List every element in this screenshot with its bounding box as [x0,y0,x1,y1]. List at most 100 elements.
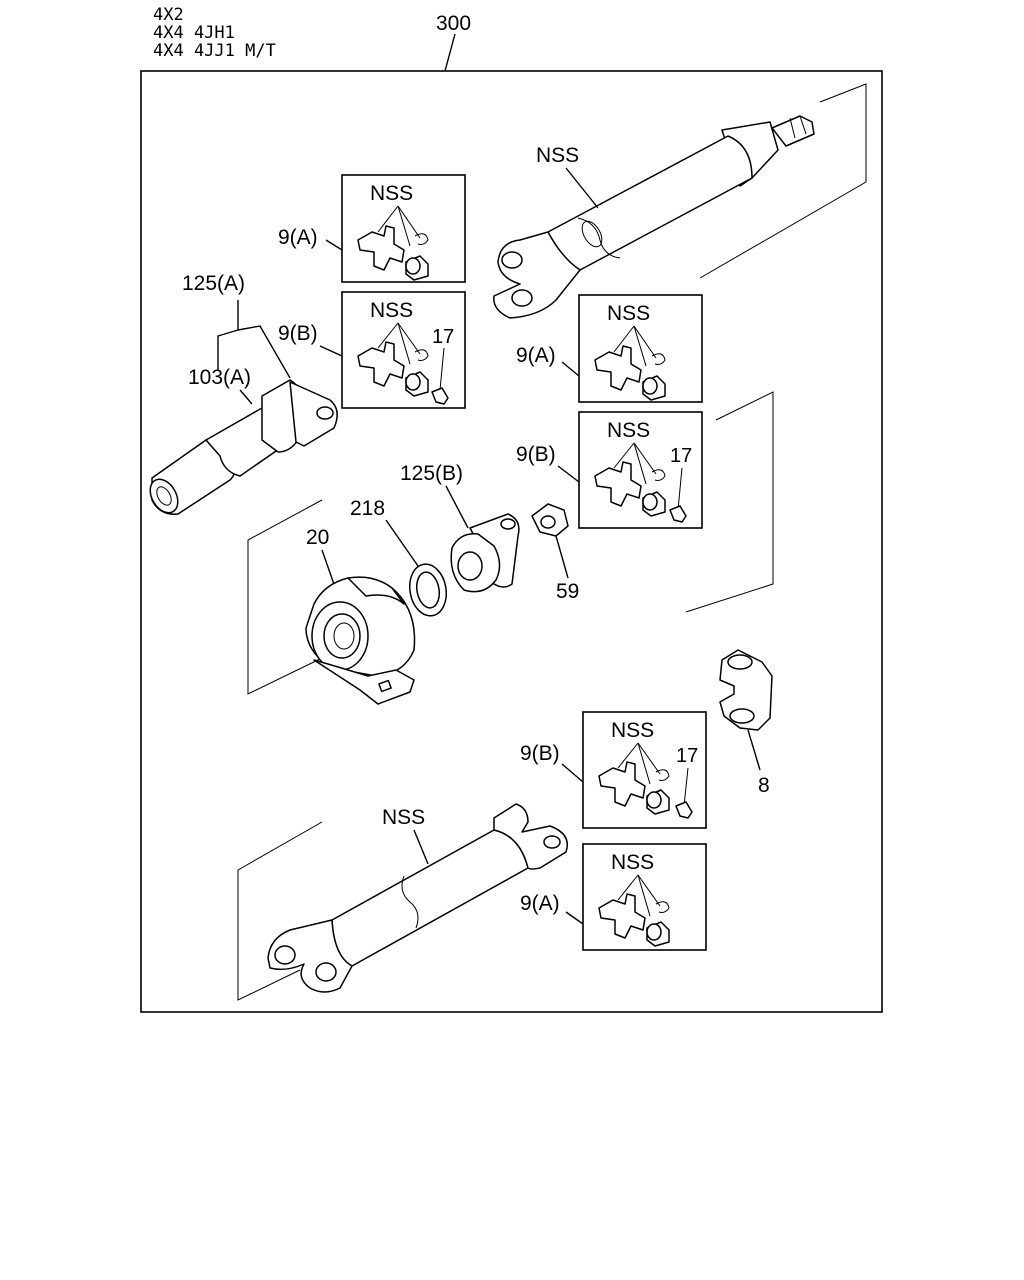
front-propeller-shaft[interactable] [493,83,867,319]
cross-spider-icon [594,461,642,507]
front-shaft-bracket-line [699,83,867,279]
applicability-line-3: 4X4 4JJ1 M/T [153,41,276,61]
grease-nipple-label: 17 [432,326,454,348]
part-125b-leader [445,485,469,529]
bracket-8[interactable] [719,649,773,731]
cross-spider-icon [598,893,646,939]
rear-propeller-shaft[interactable] [237,803,568,1001]
front-shaft-nss-leader [565,167,599,209]
uj-kit-box-9a-upper-left[interactable]: NSS [341,174,466,283]
applicability-line-1: 4X2 [153,5,184,25]
uj-kit-box-9a-lower[interactable]: NSS [582,843,707,951]
kit-frame [578,411,703,529]
snap-ring-icon [651,469,666,481]
rear-shaft-nss-label[interactable]: NSS [382,806,425,829]
nut-59[interactable] [531,503,569,537]
snap-ring-icon [655,901,670,913]
flange-yoke-125b[interactable] [450,513,520,593]
grease-nipple-icon [675,801,693,819]
part-103a-label[interactable]: 103(A) [188,366,251,389]
front-yoke-bore-upper [501,251,523,269]
slip-yoke-ear [289,381,338,447]
center-bearing-top [347,576,405,605]
kit-9b-2-leader [557,465,580,483]
part-8-leader [747,729,761,771]
bracket-hole-lower [729,708,755,724]
kit-9a-2-label[interactable]: 9(A) [516,344,556,367]
center-assembly-bracket-line [685,391,774,613]
kit-frame [582,711,707,829]
rear-shaft-tube [331,829,529,967]
kit-nss-label: NSS [607,419,650,442]
kit-nss-label: NSS [370,182,413,205]
part-59-label[interactable]: 59 [556,580,579,603]
seal-ring-inner [415,571,441,609]
center-bearing-bracket-hole [378,679,392,693]
kit-9a-1-leader [325,239,343,251]
kit-9b-2-label[interactable]: 9(B) [516,443,556,466]
kit-9b-3-leader [561,763,584,783]
part-125b-label[interactable]: 125(B) [400,462,463,485]
grease-nipple-label: 17 [670,445,692,467]
slip-yoke-bore [316,406,334,420]
uj-kit-box-9b-lower[interactable]: NSS 17 [582,711,707,829]
rear-yoke-bore-lower [315,962,337,982]
grease-nipple-icon [431,387,449,405]
part-125a-label[interactable]: 125(A) [182,272,245,295]
applicability-line-2: 4X4 4JH1 [153,23,235,43]
bracket-hole-upper [727,654,753,670]
rear-shaft-far-yoke [493,803,568,870]
front-shaft-nss-label[interactable]: NSS [536,144,579,167]
rear-shaft-bracket-line [237,821,323,1001]
part-125a-leader-left [217,300,239,370]
front-yoke-bore-lower [511,289,533,307]
bracket-body [719,649,773,731]
cross-spider-icon [357,225,405,271]
uj-kit-box-9b-upper-left[interactable]: NSS 17 [341,291,466,409]
snap-ring-icon [651,353,666,365]
center-bearing-20[interactable] [305,576,416,705]
kit-9b-3-label[interactable]: 9(B) [520,742,560,765]
kit-9b-1-leader [319,345,343,357]
part-218-leader [385,519,419,567]
part-59-leader [555,535,569,579]
part-125a-leader-right [237,325,291,379]
kit-9b-1-label[interactable]: 9(B) [278,322,318,345]
rear-shaft-nss-leader [413,829,429,865]
kit-frame [578,294,703,403]
kit-9a-2-leader [561,361,580,377]
seal-ring-218[interactable] [406,561,450,618]
kit-nss-label: NSS [370,299,413,322]
kit-frame [582,843,707,951]
rear-shaft-balance-mark [401,875,419,929]
uj-kit-box-9b-right[interactable]: NSS 17 [578,411,703,529]
kit-nss-label: NSS [611,851,654,874]
cross-spider-icon [594,345,642,391]
part-8-label[interactable]: 8 [758,774,770,797]
snap-ring-icon [414,233,429,245]
snap-ring-icon [655,769,670,781]
center-bearing-bracket [313,659,415,705]
center-bearing-bracket-line [247,499,323,695]
kit-9a-3-label[interactable]: 9(A) [520,892,560,915]
cross-spider-icon [357,341,405,387]
assembly-ref-label[interactable]: 300 [436,12,471,35]
assembly-ref-leader [444,33,456,72]
grease-nipple-label: 17 [676,745,698,767]
part-20-label[interactable]: 20 [306,526,329,549]
part-218-label[interactable]: 218 [350,497,385,520]
kit-frame [341,291,466,409]
assembly-frame [140,70,883,1013]
part-103a-leader [239,389,253,405]
cross-spider-icon [598,761,646,807]
slip-yoke-103a[interactable] [145,379,338,518]
kit-nss-label: NSS [607,302,650,325]
snap-ring-icon [414,349,429,361]
uj-kit-box-9a-right[interactable]: NSS [578,294,703,403]
kit-9a-1-label[interactable]: 9(A) [278,226,318,249]
kit-9a-3-leader [565,911,584,925]
rear-yoke-bore-upper [274,945,296,965]
center-bearing-race [323,613,361,659]
grease-nipple-icon [669,505,687,523]
